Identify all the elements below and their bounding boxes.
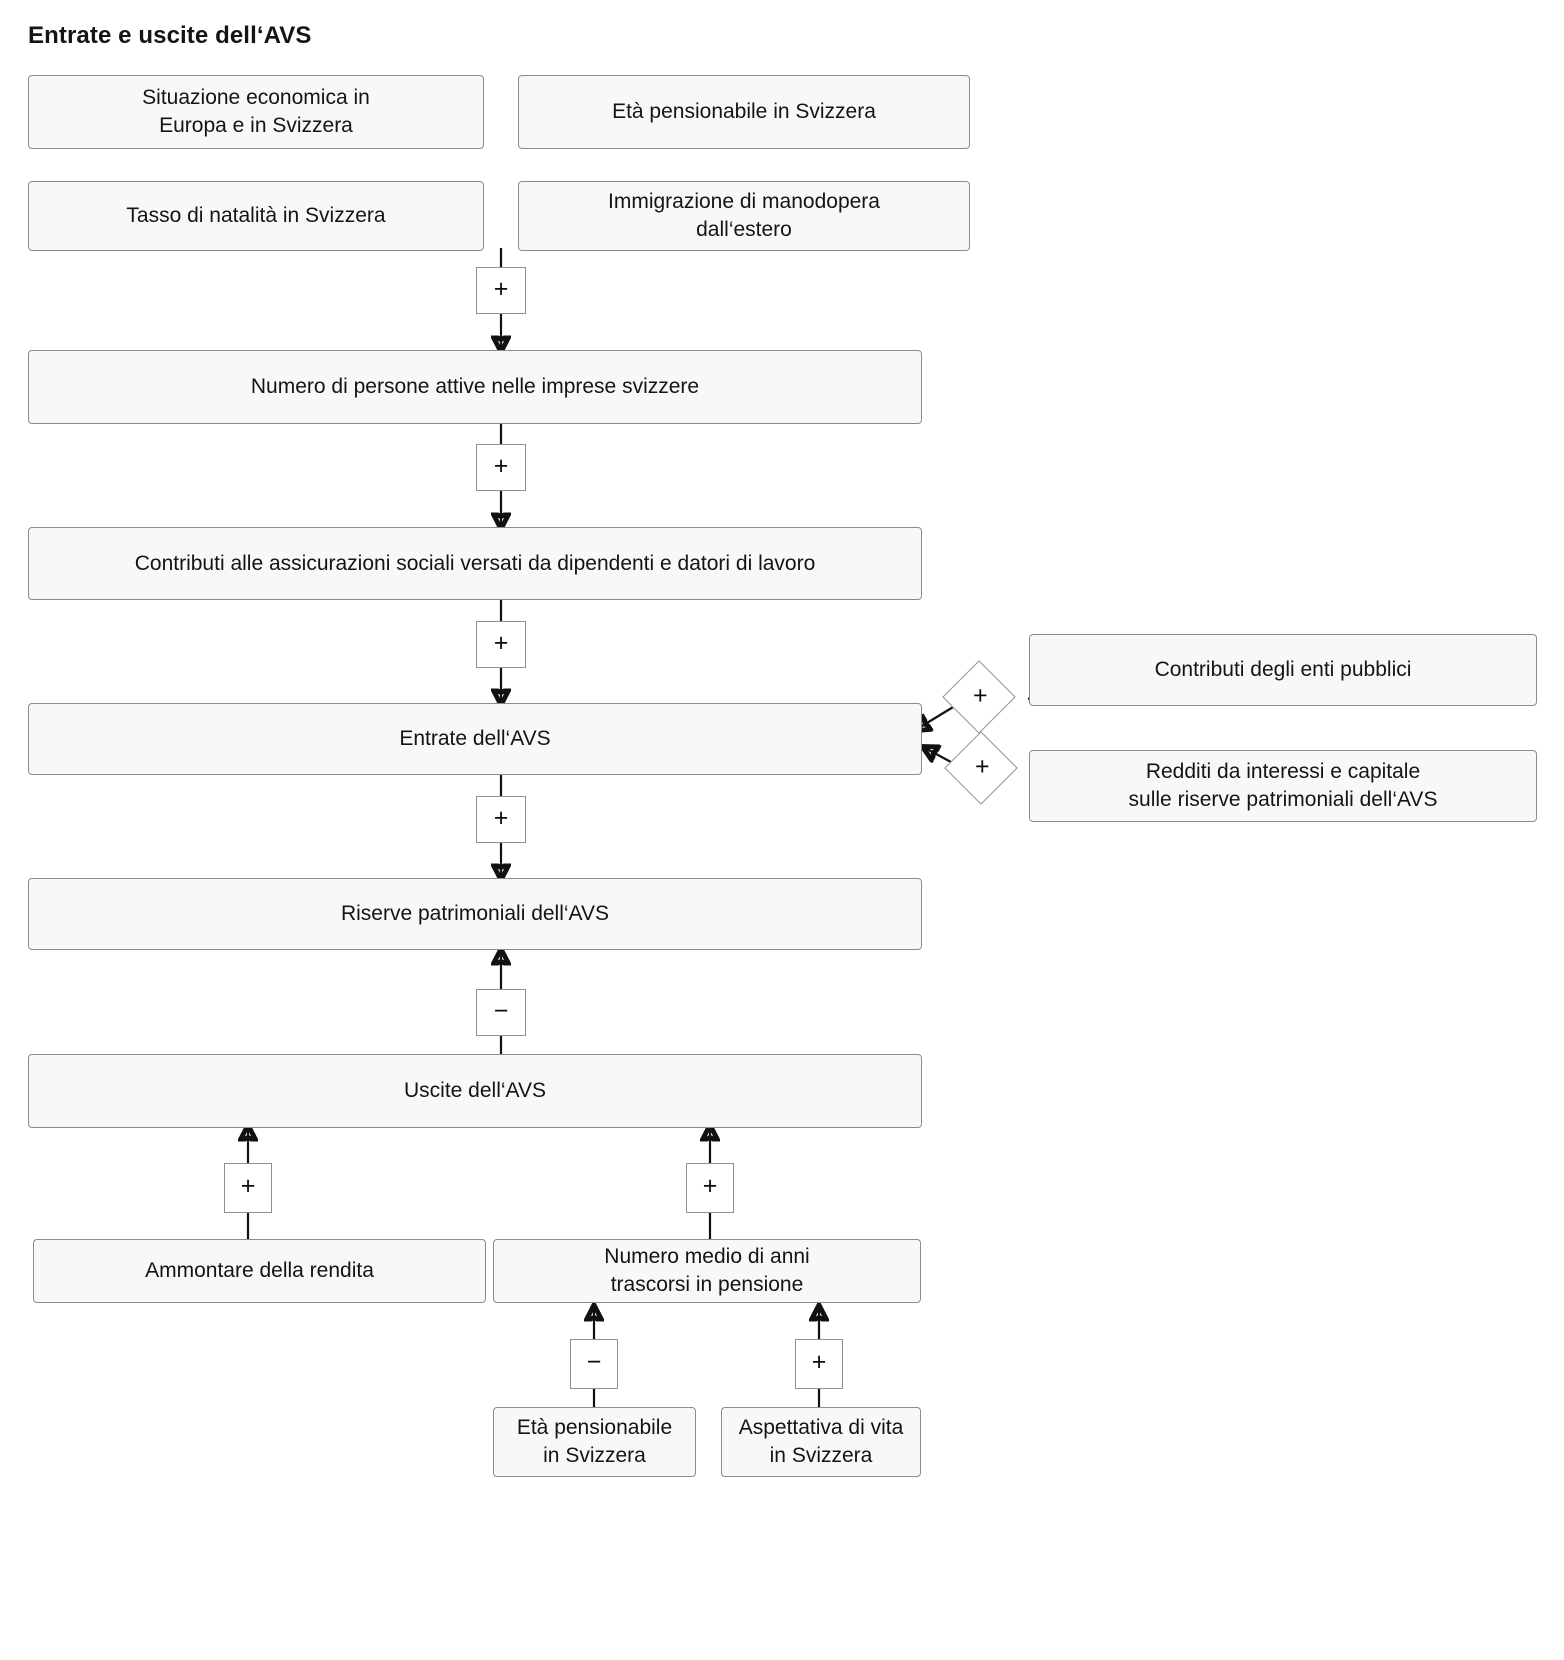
node-label: Situazione economica in Europa e in Sviz… bbox=[142, 86, 370, 137]
operator-sign: + bbox=[493, 803, 509, 832]
operator-plus-op11[interactable]: + bbox=[795, 1339, 843, 1389]
node-eta-pensionabile-top[interactable]: Età pensionabile in Svizzera bbox=[518, 75, 970, 149]
node-entrate-avs[interactable]: Entrate dell‘AVS bbox=[28, 703, 922, 775]
node-label: Redditi da interessi e capitale sulle ri… bbox=[1128, 760, 1438, 811]
node-tasso-natalita[interactable]: Tasso di natalità in Svizzera bbox=[28, 181, 484, 251]
operator-sign: + bbox=[702, 1172, 718, 1200]
operator-plus-op8[interactable]: + bbox=[224, 1163, 272, 1213]
node-label: Età pensionabile in Svizzera bbox=[516, 1416, 673, 1467]
node-riserve-patrimoniali[interactable]: Riserve patrimoniali dell‘AVS bbox=[28, 878, 922, 950]
node-label: Uscite dell‘AVS bbox=[404, 1079, 546, 1103]
node-eta-pensionabile-bottom[interactable]: Età pensionabile in Svizzera bbox=[493, 1407, 696, 1477]
node-uscite-avs[interactable]: Uscite dell‘AVS bbox=[28, 1054, 922, 1128]
node-label: Contributi degli enti pubblici bbox=[1154, 658, 1412, 682]
operator-sign: + bbox=[974, 752, 990, 781]
node-ammontare-rendita[interactable]: Ammontare della rendita bbox=[33, 1239, 486, 1303]
operator-plus-op6[interactable]: + bbox=[476, 796, 526, 843]
operator-plus-op1[interactable]: + bbox=[476, 267, 526, 314]
node-label: Immigrazione di manodopera dall‘estero bbox=[608, 190, 880, 241]
operator-plus-op2[interactable]: + bbox=[476, 444, 526, 491]
node-redditi-interessi[interactable]: Redditi da interessi e capitale sulle ri… bbox=[1029, 750, 1537, 822]
node-label: Aspettativa di vita in Svizzera bbox=[738, 1416, 904, 1467]
node-contributi-assicurazioni[interactable]: Contributi alle assicurazioni sociali ve… bbox=[28, 527, 922, 600]
node-label: Numero di persone attive nelle imprese s… bbox=[250, 375, 700, 399]
operator-sign: + bbox=[811, 1348, 827, 1376]
node-label: Ammontare della rendita bbox=[145, 1259, 374, 1283]
operator-plus-op5[interactable]: + bbox=[944, 731, 1018, 805]
node-label: Tasso di natalità in Svizzera bbox=[126, 204, 386, 228]
operator-sign: + bbox=[493, 274, 509, 303]
node-aspettativa-vita[interactable]: Aspettativa di vita in Svizzera bbox=[721, 1407, 921, 1477]
operator-sign: + bbox=[493, 628, 509, 657]
operator-minus-op10[interactable]: − bbox=[570, 1339, 618, 1389]
node-label: Riserve patrimoniali dell‘AVS bbox=[340, 902, 610, 926]
operator-sign: − bbox=[493, 996, 509, 1025]
node-label: Contributi alle assicurazioni sociali ve… bbox=[134, 551, 816, 575]
operator-sign: + bbox=[493, 451, 509, 480]
operator-sign: + bbox=[240, 1172, 256, 1200]
node-contributi-enti-pubblici[interactable]: Contributi degli enti pubblici bbox=[1029, 634, 1537, 706]
node-label: Età pensionabile in Svizzera bbox=[612, 100, 876, 124]
operator-plus-op9[interactable]: + bbox=[686, 1163, 734, 1213]
node-persone-attive[interactable]: Numero di persone attive nelle imprese s… bbox=[28, 350, 922, 424]
node-immigrazione-manodopera[interactable]: Immigrazione di manodopera dall‘estero bbox=[518, 181, 970, 251]
operator-plus-op4[interactable]: + bbox=[942, 660, 1016, 734]
operator-sign: − bbox=[586, 1348, 602, 1376]
operator-minus-op7[interactable]: − bbox=[476, 989, 526, 1036]
operator-plus-op3[interactable]: + bbox=[476, 621, 526, 668]
operator-sign: + bbox=[972, 681, 988, 710]
node-anni-pensione[interactable]: Numero medio di anni trascorsi in pensio… bbox=[493, 1239, 921, 1303]
node-label: Numero medio di anni trascorsi in pensio… bbox=[604, 1245, 810, 1296]
node-label: Entrate dell‘AVS bbox=[399, 727, 551, 751]
page-title: Entrate e uscite dell‘AVS bbox=[28, 22, 312, 49]
node-situazione-economica[interactable]: Situazione economica in Europa e in Sviz… bbox=[28, 75, 484, 149]
